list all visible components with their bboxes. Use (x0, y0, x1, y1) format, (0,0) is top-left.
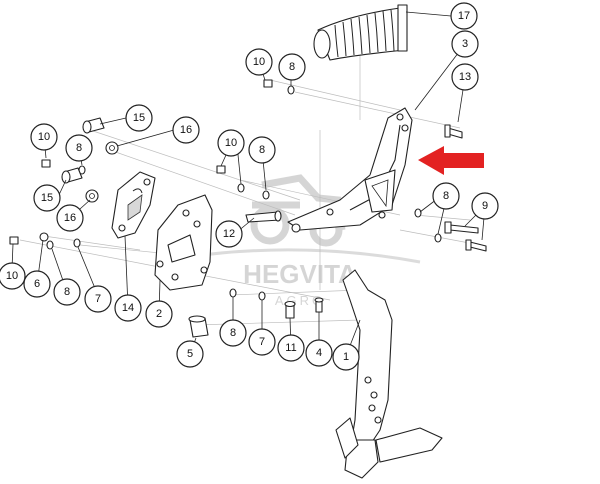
svg-text:6: 6 (34, 278, 40, 290)
svg-text:10: 10 (6, 270, 18, 282)
callout-7b: 7 (248, 328, 276, 356)
callout-8a: 8 (278, 53, 306, 81)
callout-15a: 15 (125, 104, 153, 132)
svg-text:13: 13 (459, 71, 471, 83)
svg-text:15: 15 (41, 192, 53, 204)
svg-text:16: 16 (180, 124, 192, 136)
callout-9: 9 (471, 192, 499, 220)
callout-7a: 7 (84, 285, 112, 313)
callout-10d: 10 (0, 262, 26, 290)
callout-8f: 8 (219, 319, 247, 347)
callout-16b: 16 (56, 204, 84, 232)
svg-text:1: 1 (343, 351, 349, 363)
svg-text:17: 17 (458, 10, 470, 22)
callout-15b: 15 (33, 184, 61, 212)
callout-16a: 16 (172, 116, 200, 144)
svg-text:8: 8 (443, 190, 449, 202)
callout-6: 6 (23, 270, 51, 298)
svg-text:15: 15 (133, 112, 145, 124)
callout-8d: 8 (432, 182, 460, 210)
svg-text:10: 10 (225, 137, 237, 149)
callout-10c: 10 (217, 129, 245, 157)
svg-text:9: 9 (482, 200, 488, 212)
part-14-plate (111, 171, 156, 239)
svg-text:8: 8 (230, 327, 236, 339)
svg-text:16: 16 (64, 212, 76, 224)
callout-2: 2 (145, 300, 173, 328)
svg-text:2: 2 (156, 308, 162, 320)
callout-10b: 10 (30, 123, 58, 151)
svg-text:10: 10 (38, 131, 50, 143)
svg-text:5: 5 (187, 348, 193, 360)
callout-8b: 8 (65, 134, 93, 162)
part-2-bracket (154, 194, 213, 291)
callout-14: 14 (114, 294, 142, 322)
watermark-brand: HEGVITA (243, 259, 357, 289)
hardware-parts (9, 79, 487, 338)
callout-17: 17 (450, 2, 478, 30)
callout-12: 12 (215, 220, 243, 248)
callout-11: 11 (277, 334, 305, 362)
svg-text:8: 8 (64, 286, 70, 298)
svg-text:12: 12 (223, 228, 235, 240)
svg-text:8: 8 (289, 61, 295, 73)
callouts: 17 3 13 10 8 15 16 10 8 10 8 15 16 8 9 1… (0, 2, 499, 371)
svg-text:7: 7 (95, 293, 101, 305)
svg-text:8: 8 (259, 144, 265, 156)
callout-8e: 8 (53, 278, 81, 306)
svg-text:11: 11 (285, 342, 296, 354)
red-arrow-icon (418, 146, 484, 175)
svg-text:4: 4 (316, 347, 322, 359)
callout-10a: 10 (245, 48, 273, 76)
part-17-bellows (313, 4, 408, 61)
svg-text:3: 3 (462, 38, 468, 50)
part-3-arm (287, 107, 413, 233)
callout-8c: 8 (248, 136, 276, 164)
part-1-shank (335, 269, 443, 479)
svg-text:10: 10 (253, 56, 265, 68)
callout-1: 1 (332, 343, 360, 371)
svg-text:7: 7 (259, 336, 265, 348)
callout-3: 3 (451, 30, 479, 58)
svg-text:8: 8 (76, 142, 82, 154)
callout-4: 4 (305, 339, 333, 367)
callout-5: 5 (176, 340, 204, 368)
svg-text:14: 14 (122, 302, 134, 314)
callout-13: 13 (451, 63, 479, 91)
